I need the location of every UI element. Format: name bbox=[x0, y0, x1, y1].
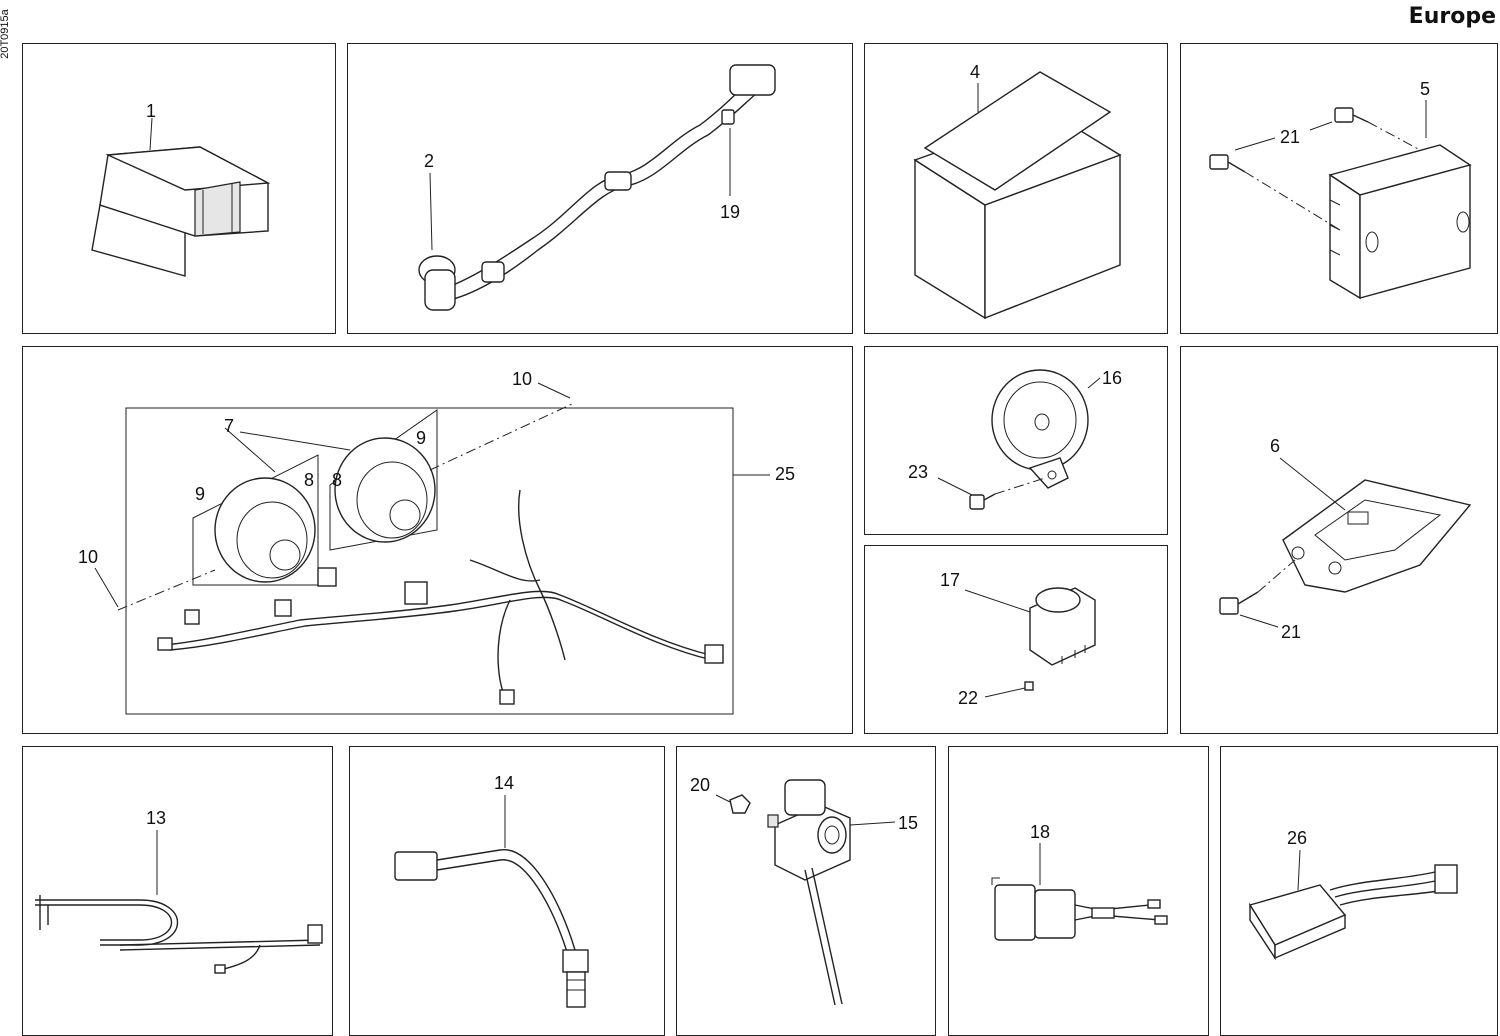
part-17-flasher bbox=[964, 587, 1096, 698]
part-5-rectifier bbox=[1209, 100, 1472, 300]
panel-part-14 bbox=[349, 746, 665, 1036]
part-13-wire bbox=[35, 830, 323, 974]
callout-2: 2 bbox=[424, 151, 434, 171]
callout-26: 26 bbox=[1287, 828, 1307, 848]
part-18-sensor bbox=[991, 843, 1168, 941]
panel-part-17 bbox=[864, 545, 1168, 734]
callout-19: 19 bbox=[720, 202, 740, 222]
callout-17: 17 bbox=[940, 570, 960, 590]
callout-10-right: 10 bbox=[512, 369, 532, 389]
callout-25: 25 bbox=[775, 464, 795, 484]
callout-18: 18 bbox=[1030, 822, 1050, 842]
callout-20: 20 bbox=[690, 775, 710, 795]
part-16-horn bbox=[937, 369, 1101, 510]
callout-1: 1 bbox=[146, 101, 156, 121]
callout-21-top: 21 bbox=[1280, 127, 1300, 147]
callout-8-left: 8 bbox=[304, 470, 314, 490]
part-2-spark-cable bbox=[418, 64, 776, 311]
part-25-harness-assembly bbox=[94, 382, 770, 715]
part-15-switch bbox=[715, 779, 896, 1006]
part-14-sensor bbox=[394, 795, 589, 1008]
panel-part-13 bbox=[22, 746, 333, 1036]
callout-16: 16 bbox=[1102, 368, 1122, 388]
callout-21-bottom: 21 bbox=[1281, 622, 1301, 642]
callout-10-left: 10 bbox=[78, 547, 98, 567]
callout-7: 7 bbox=[224, 416, 234, 436]
callout-23: 23 bbox=[908, 462, 928, 482]
callout-9-left: 9 bbox=[195, 484, 205, 504]
region-title: Europe bbox=[1408, 4, 1496, 29]
callout-9-right: 9 bbox=[416, 428, 426, 448]
callout-4: 4 bbox=[970, 62, 980, 82]
callout-13: 13 bbox=[146, 808, 166, 828]
callout-14: 14 bbox=[494, 773, 514, 793]
part-1-relay bbox=[91, 117, 271, 277]
part-6-bracket bbox=[1219, 457, 1472, 628]
part-4-battery bbox=[913, 71, 1122, 320]
callout-22: 22 bbox=[958, 688, 978, 708]
callout-5: 5 bbox=[1420, 79, 1430, 99]
callout-8-right: 8 bbox=[332, 470, 342, 490]
callout-6: 6 bbox=[1270, 436, 1280, 456]
callout-15: 15 bbox=[898, 813, 918, 833]
panel-part-18 bbox=[948, 746, 1209, 1036]
part-26-module bbox=[1248, 849, 1458, 961]
